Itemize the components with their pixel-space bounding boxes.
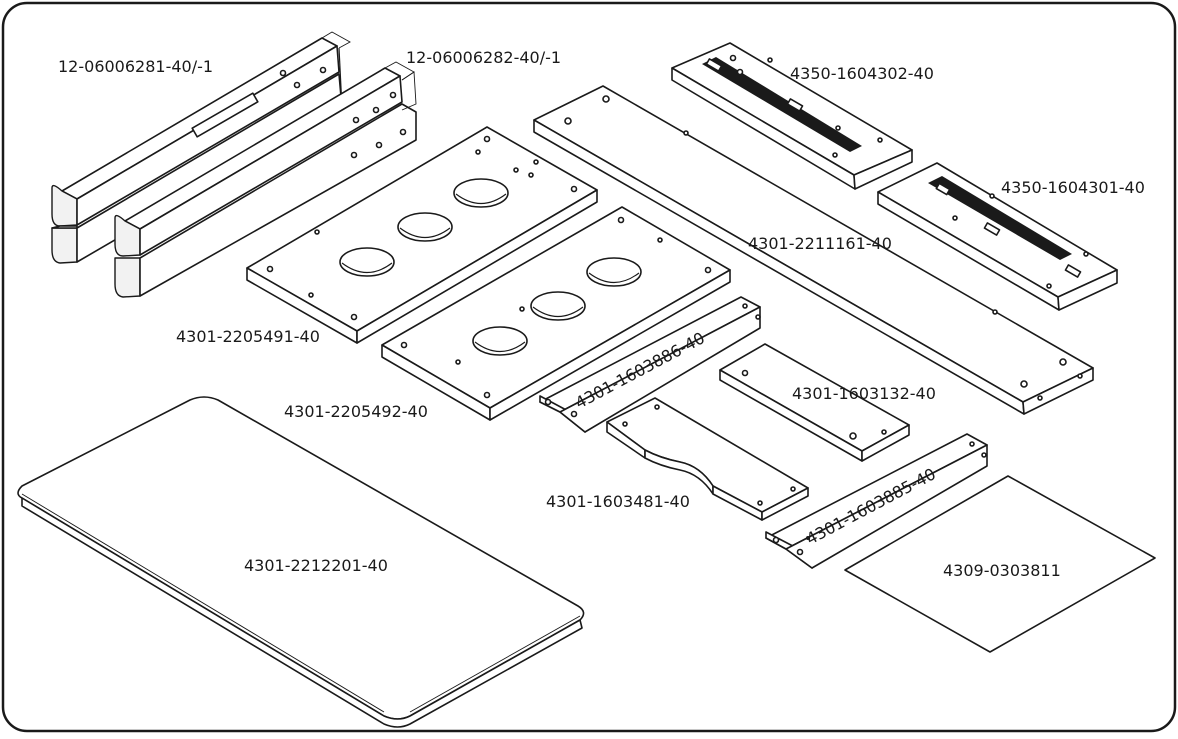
bracket-132-piece: [719, 343, 910, 462]
label-rail-right: 4350-1604301-40: [1001, 178, 1145, 197]
bracket-886-piece: [539, 296, 761, 433]
label-bracket-132: 4301-1603132-40: [792, 384, 936, 403]
rail-right-piece: [877, 162, 1118, 311]
label-sheet: 4309-0303811: [943, 561, 1061, 580]
leg-front-right-lower: [114, 103, 417, 298]
leg-back-left-upper: [51, 37, 340, 227]
label-legs-a: 12-06006281-40/-1: [58, 57, 213, 76]
curved-panel-piece: [606, 397, 809, 521]
label-curved-panel: 4301-1603481-40: [546, 492, 690, 511]
bracket-885-piece: [765, 433, 988, 569]
label-rail-top: 4350-1604302-40: [790, 64, 934, 83]
sheet-piece: [844, 475, 1156, 653]
label-desktop: 4301-2212201-40: [244, 556, 388, 575]
label-base-plate-2: 4301-2205492-40: [284, 402, 428, 421]
label-base-plate-1: 4301-2205491-40: [176, 327, 320, 346]
label-long-beam: 4301-2211161-40: [748, 234, 892, 253]
long-beam-piece: [533, 85, 1094, 415]
base-plate-1-piece: [246, 126, 598, 344]
base-plate-2-piece: [381, 206, 731, 421]
desktop-piece: [17, 396, 585, 728]
label-legs-b: 12-06006282-40/-1: [406, 48, 561, 67]
legs-group: [51, 31, 417, 298]
rail-top-piece: [671, 42, 913, 190]
leg-front-right-upper: [114, 67, 403, 257]
